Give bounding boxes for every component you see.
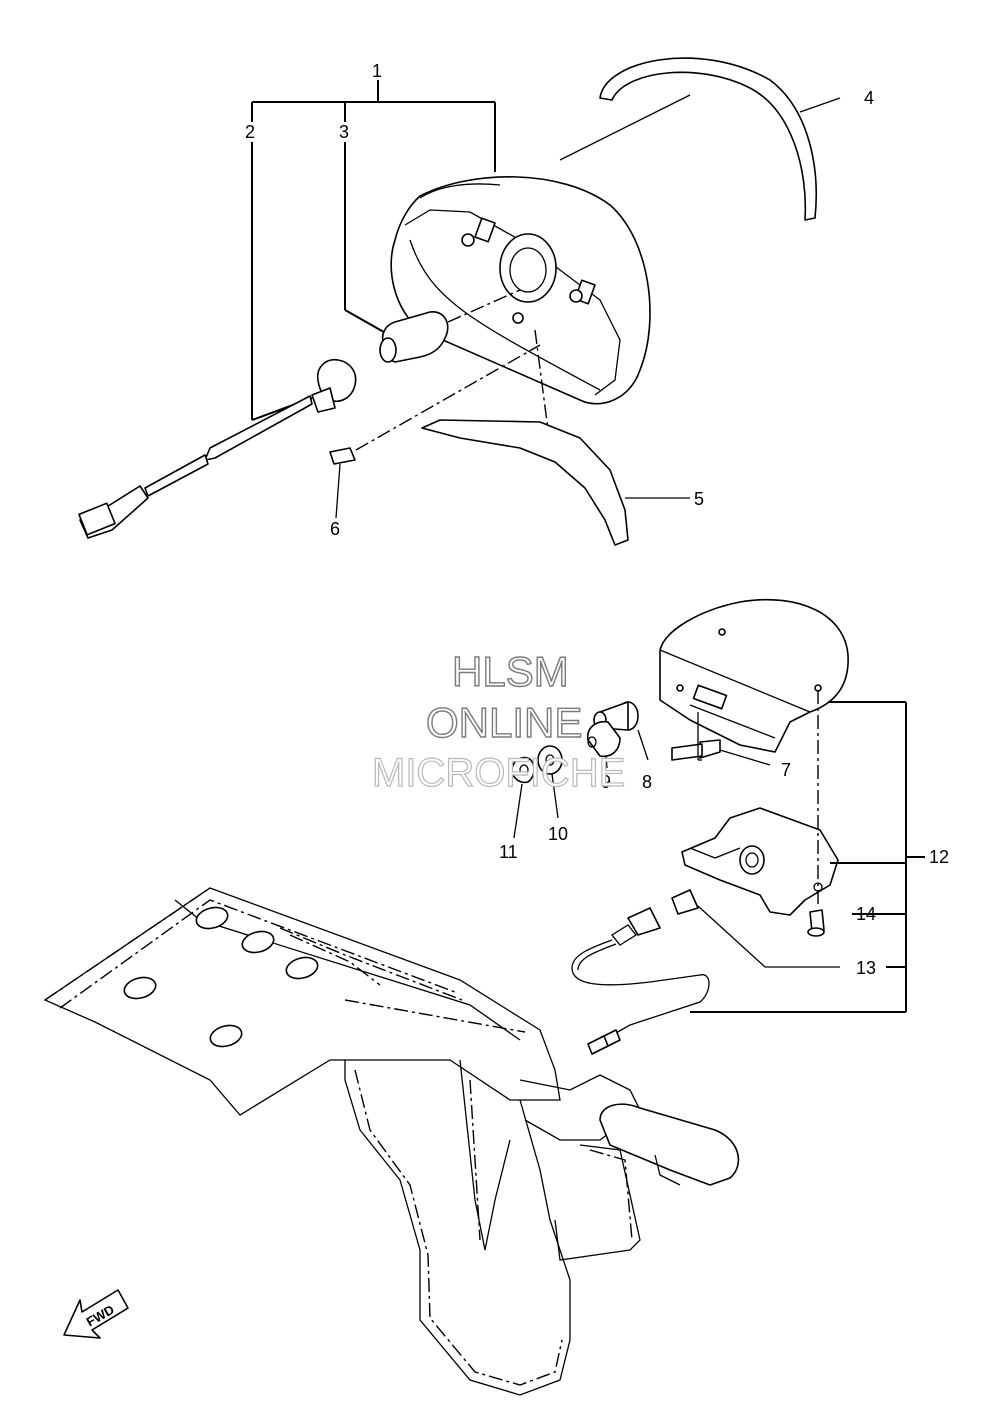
watermark-microfiche: MICROFICHE	[372, 751, 625, 795]
callout-2: 2	[245, 122, 255, 142]
bolt-7-part	[671, 712, 771, 766]
callout-8: 8	[642, 772, 652, 792]
license-light-base-part	[681, 807, 839, 916]
license-bulb-socket-part	[571, 889, 840, 1055]
screw-14-part	[807, 690, 825, 937]
clip-part	[329, 329, 551, 519]
callout-9: 9	[601, 772, 611, 792]
reflector-strip-part	[421, 419, 690, 546]
bulb-part	[379, 289, 521, 363]
license-light-housing-part	[659, 598, 849, 753]
washer-10-part	[537, 745, 563, 819]
rear-fender-reference	[43, 887, 740, 1396]
taillight-housing-part	[390, 176, 651, 405]
leader-group-12	[690, 701, 925, 1013]
callout-11: 11	[499, 842, 518, 862]
callout-1: 1	[372, 61, 382, 81]
lens-cover-part	[599, 57, 817, 221]
callout-4: 4	[864, 88, 874, 108]
watermark-online: ONLINE	[426, 699, 582, 746]
callout-14: 14	[856, 904, 876, 924]
callout-13: 13	[856, 958, 876, 978]
fwd-direction-arrow: FWD	[63, 1289, 129, 1339]
watermark-hlsm: HLSM	[452, 648, 569, 695]
callout-5: 5	[694, 489, 704, 509]
callout-10: 10	[548, 824, 568, 844]
nut-11-part	[511, 756, 535, 839]
callout-6: 6	[330, 519, 340, 539]
callout-7: 7	[781, 760, 791, 780]
leader-group-1	[251, 80, 496, 420]
callout-3: 3	[339, 122, 349, 142]
collar-9-part	[586, 720, 621, 769]
socket-cord-part	[78, 358, 357, 539]
callout-12: 12	[929, 847, 949, 867]
